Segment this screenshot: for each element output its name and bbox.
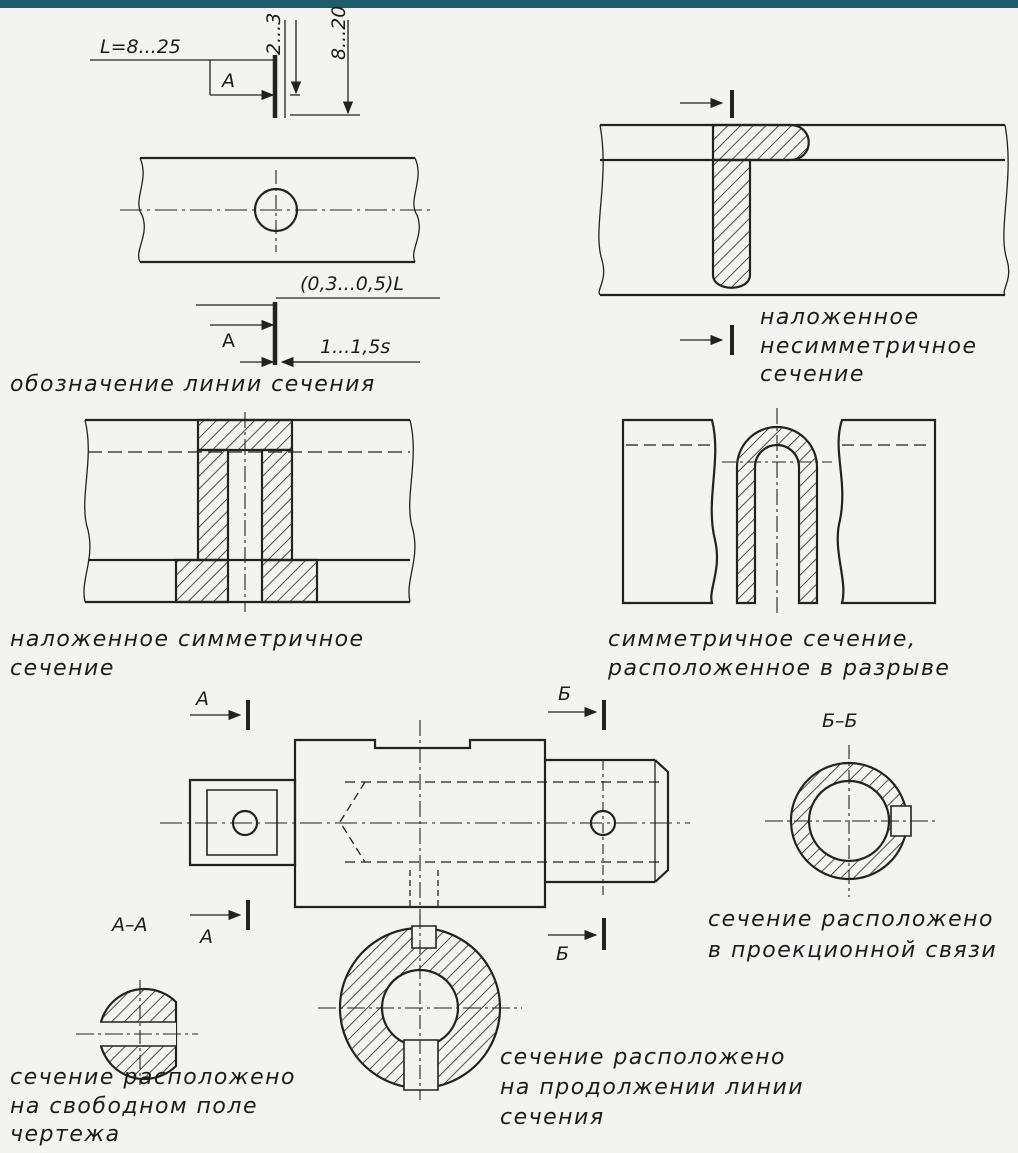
top-border (0, 0, 1018, 8)
caption-free-2: на свободном поле (10, 1094, 258, 1119)
caption-designation: обозначение линии сечения (10, 372, 376, 397)
caption-projection-1: сечение расположено (708, 907, 994, 932)
caption-asym-3: сечение (760, 362, 865, 387)
caption-continuation-2: на продолжении линии (500, 1075, 805, 1100)
mark-B-bottom: Б (556, 943, 570, 965)
superimposed-asymmetric-section (599, 90, 1009, 355)
section-continuation (318, 915, 522, 1100)
designation-detail (90, 20, 360, 118)
caption-free-1: сечение расположено (10, 1065, 296, 1090)
caption-continuation-3: сечения (500, 1105, 605, 1130)
dim-s: 1...1,5s (320, 336, 391, 358)
section-line-designation (196, 298, 440, 368)
section-bb (765, 745, 935, 897)
title-BB: Б–Б (822, 710, 858, 732)
mark-A-bottom: А (200, 926, 213, 948)
caption-projection-2: в проекционной связи (708, 938, 998, 963)
dim-A-top: A (222, 70, 235, 92)
symmetric-section-in-break (623, 408, 935, 615)
section-arrows (190, 700, 604, 950)
mark-B-top: Б (558, 683, 572, 705)
caption-sym-2: сечение (10, 656, 115, 681)
shaft-part (160, 720, 690, 920)
superimposed-symmetric-section (84, 412, 415, 612)
caption-break-2: расположенное в разрыве (608, 656, 951, 681)
dim-2-3: 2...3 (263, 12, 285, 55)
caption-break-1: симметричное сечение, (608, 627, 917, 652)
caption-asym-1: наложенное (760, 305, 920, 330)
dim-8-20: 8...20 (328, 5, 350, 60)
caption-asym-2: несимметричное (760, 334, 978, 359)
caption-free-3: чертежа (10, 1122, 121, 1147)
dim-A-low: A (222, 330, 235, 352)
title-AA: А–А (112, 914, 148, 936)
plate-with-hole (120, 158, 435, 262)
caption-continuation-1: сечение расположено (500, 1045, 786, 1070)
dim-L: L=8...25 (100, 36, 181, 58)
section-aa (76, 980, 198, 1085)
dim-frac: (0,3...0,5)L (300, 273, 404, 295)
technical-drawing (0, 8, 1018, 1153)
mark-A-top: А (196, 688, 209, 710)
caption-sym-1: наложенное симметричное (10, 627, 365, 652)
